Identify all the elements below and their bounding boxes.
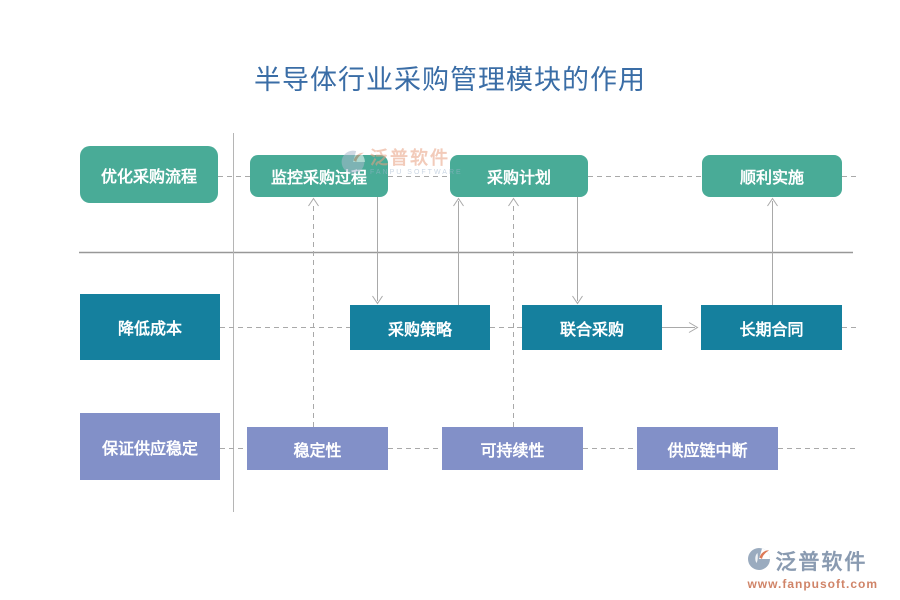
watermark-sub-text: FANPU SOFTWARE xyxy=(370,169,463,176)
diagram-title: 半导体行业采购管理模块的作用 xyxy=(254,65,646,95)
arrowhead-up xyxy=(767,197,778,207)
arrowhead-down xyxy=(372,295,383,305)
node-supply-chain-disruption: 供应链中断 xyxy=(637,427,778,470)
footer-logo-icon xyxy=(747,547,771,576)
node-smooth-implementation: 顺利实施 xyxy=(702,155,842,197)
node-monitor-procurement-process: 监控采购过程 xyxy=(250,155,388,197)
footer-logo: 泛普软件 www.fanpusoft.com xyxy=(747,546,878,591)
node-sustainability: 可持续性 xyxy=(442,427,583,470)
node-optimize-procurement-process: 优化采购流程 xyxy=(80,146,218,203)
arrowhead-up xyxy=(508,197,519,207)
watermark-logo-icon xyxy=(340,149,366,180)
footer-brand-text: 泛普软件 xyxy=(775,551,868,574)
arrowhead-right xyxy=(688,322,699,333)
arrowhead-up xyxy=(453,197,464,207)
node-procurement-strategy: 采购策略 xyxy=(350,305,490,350)
arrowhead-up xyxy=(308,197,319,207)
node-procurement-plan: 采购计划 xyxy=(450,155,588,197)
node-stability: 稳定性 xyxy=(247,427,388,470)
node-joint-procurement: 联合采购 xyxy=(522,305,662,350)
node-reduce-cost: 降低成本 xyxy=(80,294,220,360)
watermark: 泛普软件 FANPU SOFTWARE xyxy=(340,149,463,180)
footer-url-text: www.fanpusoft.com xyxy=(747,577,878,591)
arrowhead-down xyxy=(572,295,583,305)
node-long-term-contract: 长期合同 xyxy=(701,305,842,350)
watermark-brand-text: 泛普软件 xyxy=(370,148,450,168)
node-ensure-supply-stability: 保证供应稳定 xyxy=(80,413,220,480)
